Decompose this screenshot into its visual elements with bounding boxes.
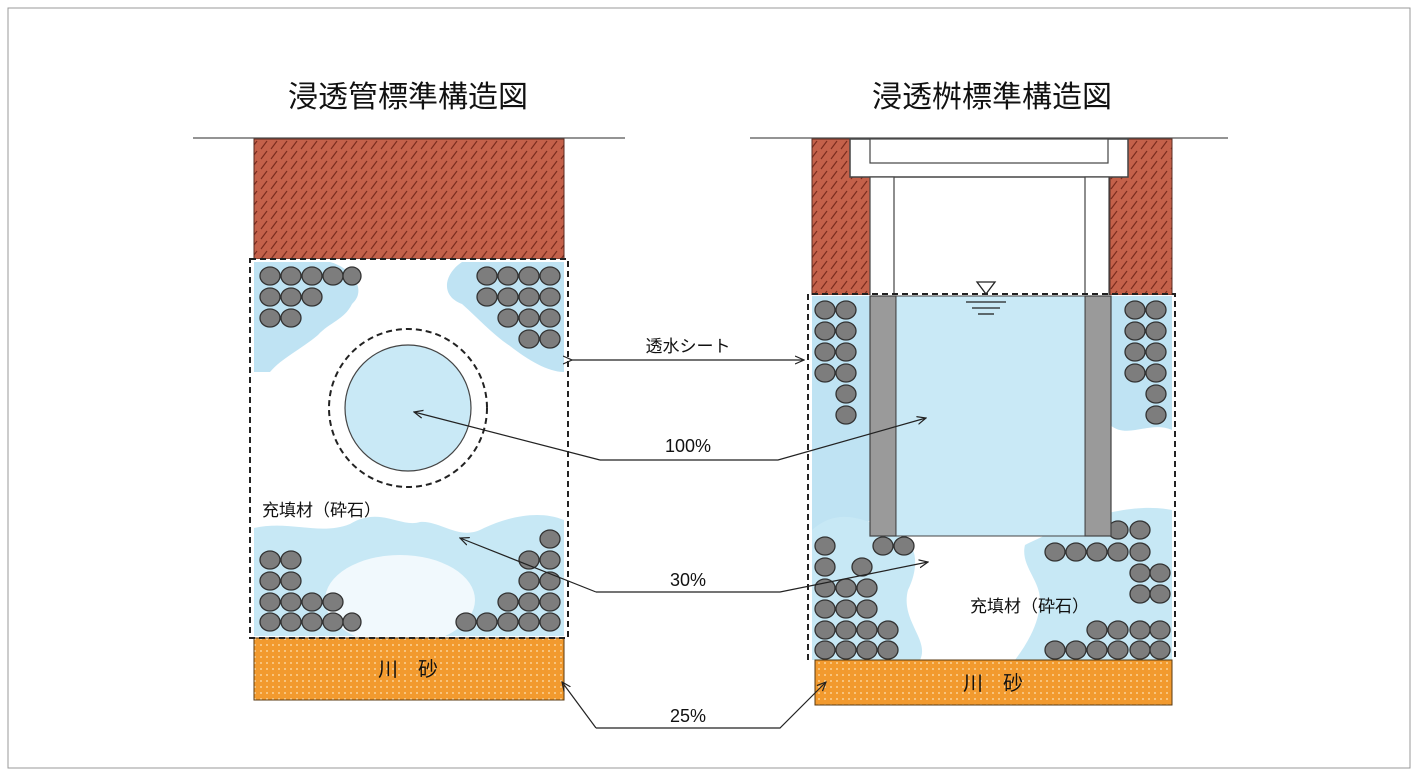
soil-left bbox=[253, 138, 565, 260]
basin-wall-upper-left bbox=[869, 176, 895, 298]
basin-wall-left bbox=[869, 295, 897, 537]
sand-ratio-label: 25% bbox=[670, 706, 706, 726]
title-left: 浸透管標準構造図 bbox=[288, 80, 528, 115]
basin-lid-inner bbox=[869, 138, 1109, 164]
stones-left-bottom-left bbox=[259, 550, 362, 632]
sheet-label: 透水シート bbox=[646, 337, 731, 357]
sand-right bbox=[814, 659, 1173, 706]
stones-left-bottom-right bbox=[455, 529, 561, 632]
stones-right-bottom-right bbox=[1044, 520, 1171, 660]
fill-ratio-label: 30% bbox=[670, 570, 706, 590]
basin-structure: 川 砂 bbox=[807, 138, 1176, 706]
stones-left-top-left bbox=[259, 266, 362, 328]
pipe-structure: 川 砂 bbox=[249, 138, 569, 701]
fill-ratio-arrow-left bbox=[460, 538, 597, 593]
stones-right-bottom-left bbox=[814, 536, 915, 660]
outer-border bbox=[7, 7, 1411, 769]
basin-wall-upper-right bbox=[1084, 176, 1110, 298]
basin-water bbox=[895, 295, 1086, 537]
sand-label-left: 川 砂 bbox=[378, 657, 438, 681]
pipe-ratio-arrow-left bbox=[414, 412, 601, 461]
pipe-ratio-arrow-right bbox=[600, 418, 926, 461]
water-cloud-right-left bbox=[812, 296, 870, 560]
stones-left-top-right bbox=[476, 266, 561, 349]
sand-ratio-arrow-left bbox=[562, 682, 597, 729]
sheet-border-left bbox=[249, 258, 569, 639]
water-cloud-left-top-left bbox=[254, 262, 359, 372]
water-glow-left bbox=[325, 555, 475, 645]
sand-label-right: 川 砂 bbox=[963, 671, 1023, 695]
sheet-border-right bbox=[807, 293, 1176, 660]
pipe bbox=[344, 344, 472, 472]
fill-ratio-arrow-right bbox=[596, 562, 928, 593]
stones-right-right bbox=[1124, 300, 1167, 425]
fill-label-right: 充填材（砕石） bbox=[970, 597, 1089, 617]
water-level-icon bbox=[966, 281, 1006, 315]
basin-wall-right bbox=[1084, 295, 1112, 537]
pipe-ratio-label: 100% bbox=[665, 436, 711, 456]
title-right: 浸透桝標準構造図 bbox=[872, 80, 1112, 115]
fill-label-left: 充填材（砕石） bbox=[262, 501, 381, 521]
stones-right-left bbox=[814, 300, 857, 425]
sand-left bbox=[253, 637, 565, 701]
sand-ratio-arrow-right bbox=[596, 682, 826, 729]
